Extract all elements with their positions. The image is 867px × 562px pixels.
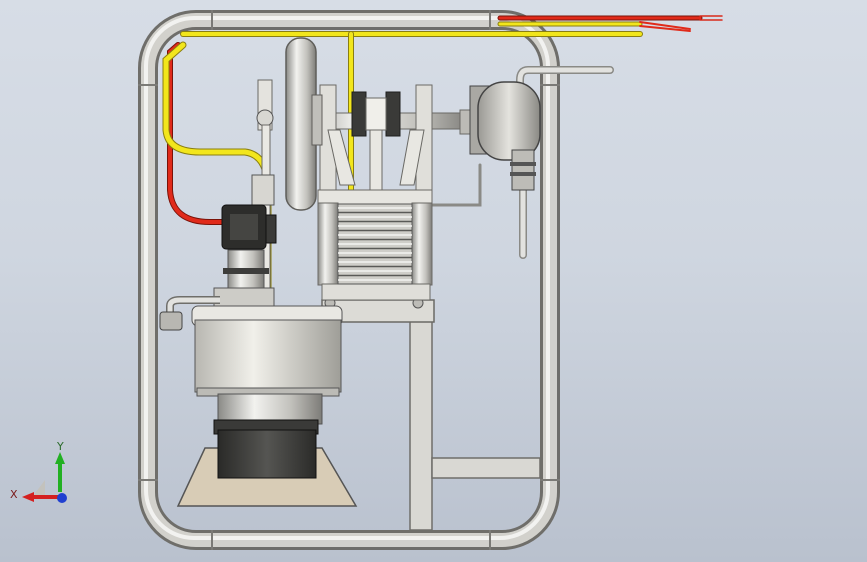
x-axis-head: [22, 492, 34, 502]
base-foot[interactable]: [176, 429, 358, 507]
compressor-head[interactable]: [317, 189, 433, 301]
pressure-gauge[interactable]: [469, 81, 541, 191]
tube-frame[interactable]: [138, 10, 560, 550]
y-axis-label: Y: [56, 440, 64, 453]
x-axis-label: X: [10, 488, 18, 501]
cooling-fins[interactable]: [337, 203, 413, 285]
gearbox[interactable]: [159, 249, 275, 331]
solenoid-valve[interactable]: [221, 79, 277, 301]
support-leg[interactable]: [409, 317, 541, 531]
motor-housing[interactable]: [191, 305, 343, 425]
flywheel[interactable]: [285, 37, 323, 211]
y-axis-head: [55, 452, 65, 464]
axis-triad: Y X: [10, 440, 67, 503]
z-axis-dot: [57, 493, 67, 503]
